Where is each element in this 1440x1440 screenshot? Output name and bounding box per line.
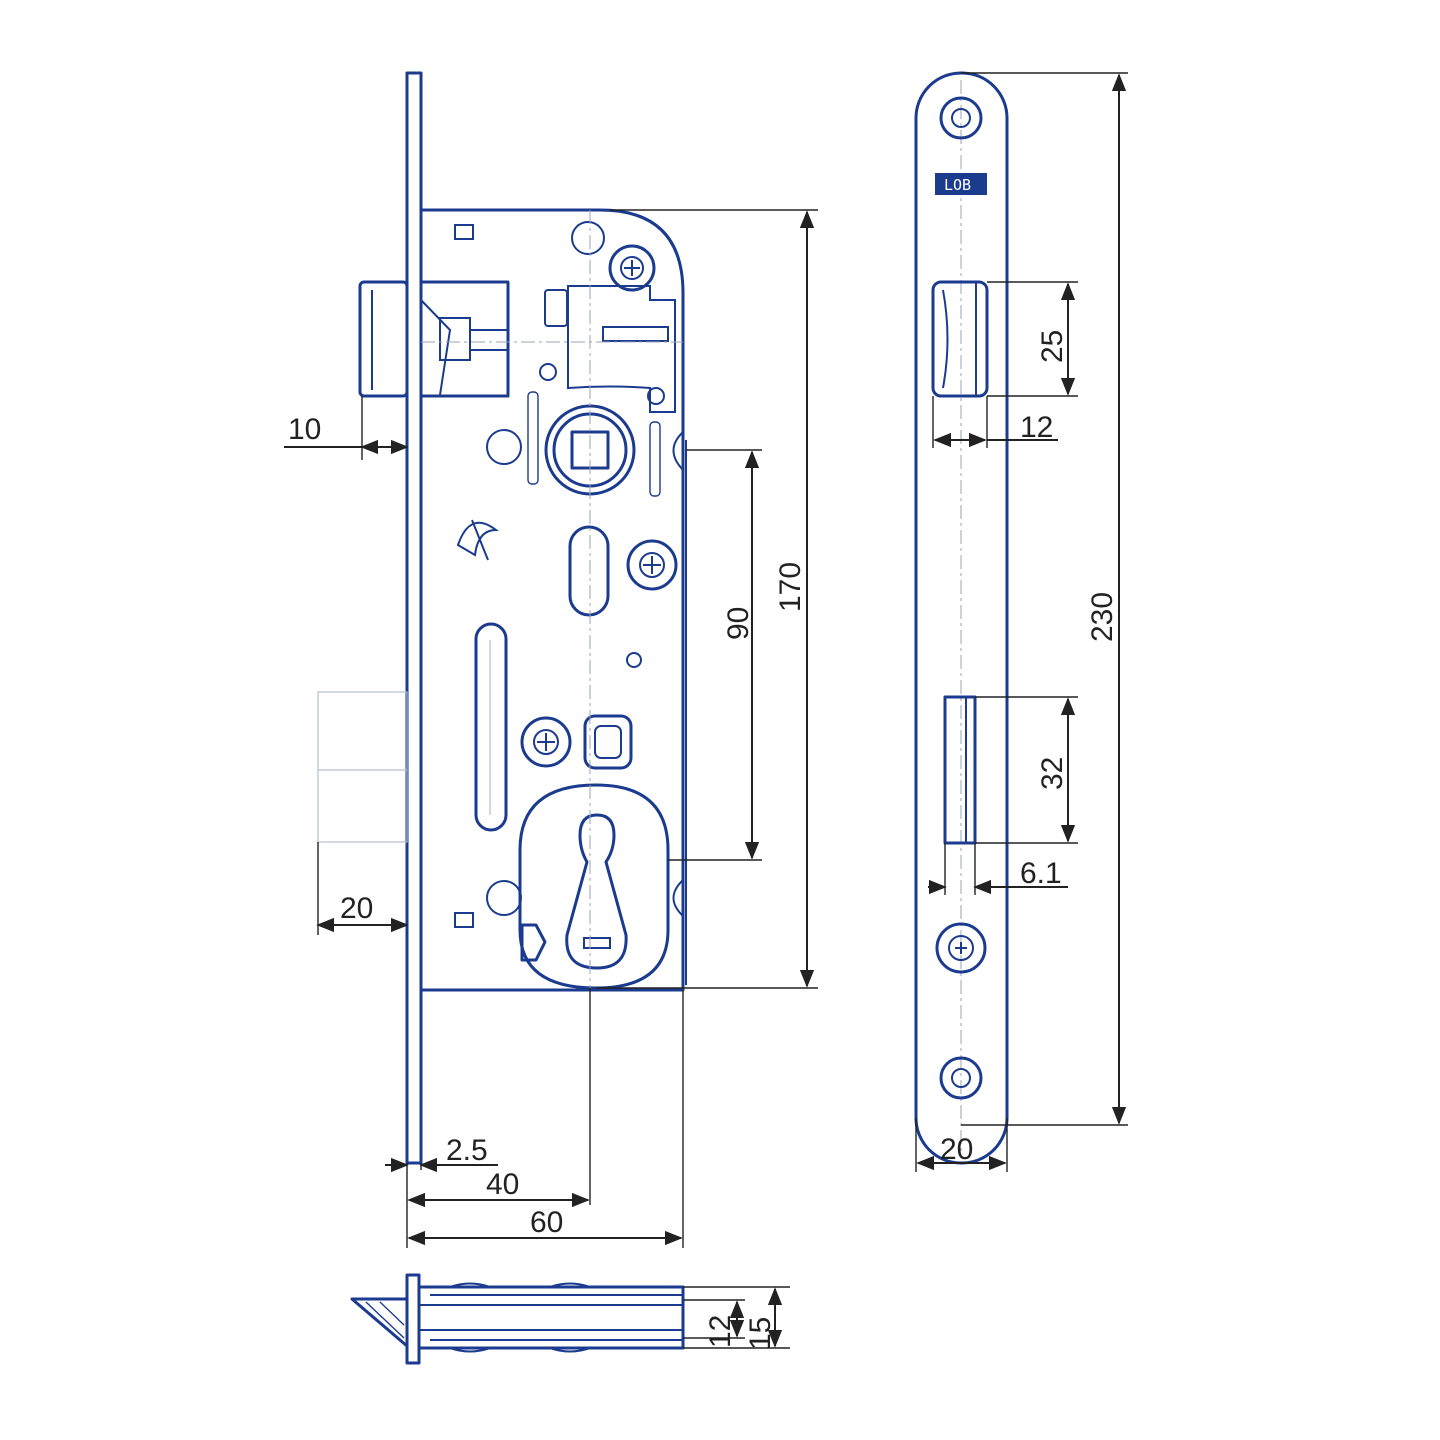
mid-screw-icon xyxy=(626,539,678,591)
dim-strike-latch-depth: 12 xyxy=(1020,411,1053,444)
lock-top-view xyxy=(350,1273,685,1365)
euro-cylinder-cutout xyxy=(486,783,684,990)
dim-spindle-to-cylinder: 90 xyxy=(722,607,755,640)
cam-notch xyxy=(520,923,547,962)
faceplate-cylinder-screw-icon xyxy=(935,922,987,974)
latch-mechanism xyxy=(539,285,676,413)
long-slot xyxy=(474,622,508,832)
dim-deadbolt-projection: 20 xyxy=(340,892,373,925)
lower-screw-icon xyxy=(520,716,572,768)
top-view-faceplate xyxy=(405,1273,421,1365)
dim-case-height: 170 xyxy=(774,562,807,612)
bolt-opening xyxy=(943,695,977,845)
spring-icon xyxy=(456,519,499,561)
dim-backset: 40 xyxy=(486,1168,519,1201)
dim-case-width: 15 xyxy=(744,1317,777,1350)
front-dimensions: 10 20 170 90 2.5 40 60 xyxy=(284,209,818,1248)
faceplate-front-view: LOB xyxy=(914,71,1009,1165)
faceplate-side xyxy=(405,71,423,1165)
small-hole xyxy=(626,652,642,668)
dim-bolt-width: 12 xyxy=(704,1315,737,1348)
manufacturer-stamp-text: LOB xyxy=(944,176,971,194)
faceplate-bottom-screw-icon xyxy=(939,1056,983,1100)
top-view-case xyxy=(417,1285,685,1350)
lock-body-front-view xyxy=(317,71,687,1165)
top-view-latch-wedge xyxy=(350,1297,409,1348)
manufacturer-stamp xyxy=(935,173,987,195)
faceplate-top-screw-icon xyxy=(939,96,983,140)
dim-strike-bolt-offset: 6.1 xyxy=(1020,857,1062,890)
latch-opening xyxy=(931,280,989,398)
oval-slot xyxy=(568,525,610,617)
top-screw-icon xyxy=(608,244,656,292)
dim-latch-projection: 10 xyxy=(288,413,321,446)
dim-faceplate-width: 20 xyxy=(940,1133,973,1166)
latch-bolt xyxy=(358,280,510,398)
spindle-follower xyxy=(486,391,684,497)
dim-faceplate-thickness: 2.5 xyxy=(446,1134,488,1167)
faceplate-dimensions: 230 25 12 32 6.1 20 xyxy=(915,72,1128,1172)
deadbolt-retracted xyxy=(317,691,408,843)
dim-faceplate-length: 230 xyxy=(1086,592,1119,642)
dim-case-depth: 60 xyxy=(530,1206,563,1239)
square-stop xyxy=(583,714,633,770)
case-hole xyxy=(571,221,605,255)
dim-strike-latch-opening: 25 xyxy=(1036,330,1069,363)
top-view-dimensions: 12 15 xyxy=(683,1286,790,1350)
case-rivet-square xyxy=(454,224,474,240)
dim-strike-bolt-opening: 32 xyxy=(1036,757,1069,790)
lower-rivet-square xyxy=(454,912,474,928)
